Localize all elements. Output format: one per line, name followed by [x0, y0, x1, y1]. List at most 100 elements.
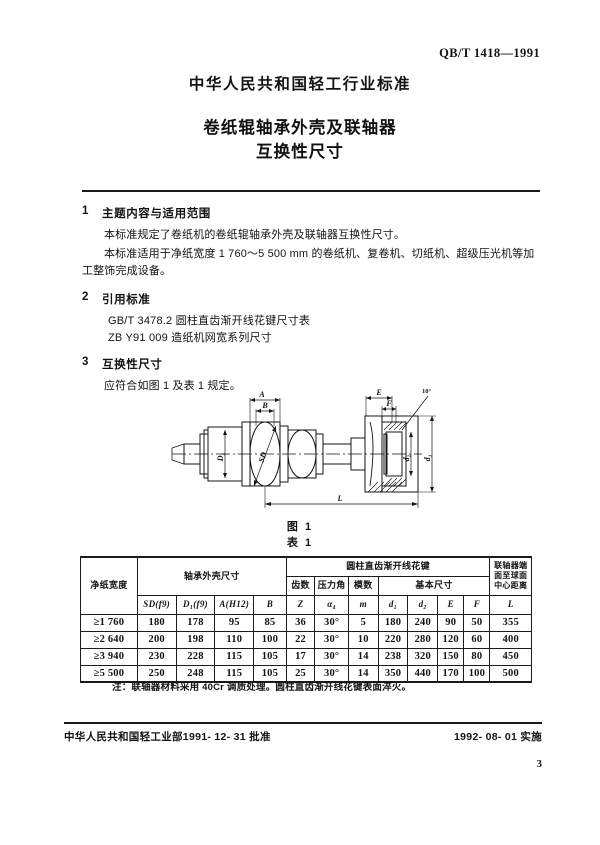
table-head: 净纸宽度 轴承外壳尺寸 圆柱直齿渐开线花键 联轴器端面至球面中心距离 齿数 压力… [80, 556, 532, 615]
specification-table: 净纸宽度 轴承外壳尺寸 圆柱直齿渐开线花键 联轴器端面至球面中心距离 齿数 压力… [80, 556, 532, 683]
cell-B: 85 [253, 613, 287, 632]
coupling-bore [381, 421, 407, 487]
cell-F: 50 [463, 613, 491, 632]
clause-1-para-2: 本标准适用于净纸宽度 1 760～5 500 mm 的卷纸机、复卷机、切纸机、超… [82, 248, 535, 277]
dim-text-angle: 10° [422, 388, 432, 395]
header-pressure-angle: 压力角 [314, 575, 349, 596]
cell-SD: 230 [136, 647, 177, 666]
clause-3-title: 互换性尺寸 [102, 359, 163, 371]
cell-d2: 280 [407, 630, 439, 649]
page-number: 3 [536, 758, 543, 770]
cell-alpha: 30° [314, 630, 349, 649]
header-spline-group: 圆柱直齿渐开线花键 [285, 556, 491, 577]
dim-text-SD: SD [257, 451, 269, 464]
symbol-A: A(H12) [214, 594, 255, 615]
cell-Z: 17 [285, 647, 316, 666]
approval-statement: 中华人民共和国轻工业部1991- 12- 31 批准 [64, 731, 271, 743]
cell-Z: 22 [285, 630, 316, 649]
cell-L: 400 [489, 630, 532, 649]
cell-F: 80 [463, 647, 491, 666]
document-body: 1 主题内容与适用范围 本标准规定了卷纸机的卷纸辊轴承外壳及联轴器互换性尺寸。 … [82, 205, 542, 397]
cell-L: 450 [489, 647, 532, 666]
spline-bore [385, 431, 403, 477]
cell-alpha: 30° [314, 647, 349, 666]
symbol-E: E [437, 594, 465, 615]
cell-L: 355 [489, 613, 532, 632]
figure-caption: 图 1 [286, 521, 314, 533]
table-body: ≥1 760 180 178 95 85 36 30° 5 180 240 90… [80, 613, 532, 683]
dim-text-A: A [258, 390, 265, 399]
spherical-seat-body [249, 421, 281, 487]
clause-3-number: 3 [82, 356, 89, 368]
symbol-B: B [253, 594, 287, 615]
cell-E: 90 [437, 613, 465, 632]
title-line-2: 互换性尺寸 [256, 143, 344, 161]
document-title: 卷纸辊轴承外壳及联轴器 互换性尺寸 [0, 116, 600, 164]
header-coupling-distance: 联轴器端面至球面中心距离 [489, 556, 532, 596]
dim-text-D1: D₁ [216, 453, 225, 463]
header-bearing-housing-dims: 轴承外壳尺寸 [136, 556, 287, 596]
technical-drawing-figure: A B E F 10° L D₁ SD d₂ d₃ [170, 382, 445, 512]
bearing-coupling-assembly-drawing: A B E F 10° L D₁ SD d₂ d₃ [171, 388, 436, 508]
spacer-2 [82, 347, 542, 356]
clause-2-number: 2 [82, 291, 89, 303]
title-line-1: 卷纸辊轴承外壳及联轴器 [203, 119, 397, 137]
symbol-Z: Z [285, 594, 316, 615]
cell-width: ≥1 760 [80, 613, 138, 632]
cell-A: 110 [214, 630, 255, 649]
cell-E: 150 [437, 647, 465, 666]
table-row: ≥1 760 180 178 95 85 36 30° 5 180 240 90… [80, 613, 532, 632]
header-teeth-count: 齿数 [285, 575, 316, 596]
specification-table-container: 净纸宽度 轴承外壳尺寸 圆柱直齿渐开线花键 联轴器端面至球面中心距离 齿数 压力… [80, 556, 532, 683]
cell-A: 95 [214, 613, 255, 632]
dim-text-d2: d₂ [402, 454, 411, 461]
cell-d1: 220 [377, 630, 409, 649]
table-row: ≥2 640 200 198 110 100 22 30° 10 220 280… [80, 630, 532, 649]
bearing-housing-right [287, 429, 317, 479]
dim-text-L: L [337, 494, 343, 503]
cell-width: ≥5 500 [80, 664, 138, 683]
cell-L: 500 [489, 664, 532, 683]
cell-D1: 228 [175, 647, 216, 666]
cell-D1: 248 [175, 664, 216, 683]
cell-d2: 240 [407, 613, 439, 632]
cell-d1: 180 [377, 613, 409, 632]
clause-2-title: 引用标准 [102, 294, 151, 306]
header-row-1: 净纸宽度 轴承外壳尺寸 圆柱直齿渐开线花键 联轴器端面至球面中心距离 [80, 556, 532, 615]
cell-F: 60 [463, 630, 491, 649]
document-header: 中华人民共和国轻工行业标准 卷纸辊轴承外壳及联轴器 互换性尺寸 [0, 72, 600, 164]
cell-E: 120 [437, 630, 465, 649]
table-row: ≥3 940 230 228 115 105 17 30° 14 238 320… [80, 647, 532, 666]
spacer-1 [82, 282, 542, 291]
header-row-symbols: SD(f9) D₁(f9) A(H12) B Z α₄ m d₁ d₂ E F … [81, 594, 532, 615]
dim-line-SD [253, 425, 277, 487]
dim-text-d3: d₃ [423, 454, 432, 461]
angle-leader-line [401, 395, 429, 431]
cell-d2: 320 [407, 647, 439, 666]
cell-m: 14 [347, 647, 379, 666]
cell-Z: 36 [285, 613, 316, 632]
symbol-alpha: α₄ [314, 594, 349, 615]
cell-B: 105 [253, 664, 287, 683]
table-row: ≥5 500 250 248 115 105 25 30° 14 350 440… [80, 664, 532, 683]
cell-B: 105 [253, 647, 287, 666]
table-caption: 表 1 [286, 537, 314, 549]
dim-text-E: E [375, 388, 381, 397]
cell-d1: 238 [377, 647, 409, 666]
dim-text-F: F [385, 399, 392, 408]
symbol-SD: SD(f9) [136, 594, 177, 615]
clause-1-title: 主题内容与适用范围 [102, 208, 211, 220]
cell-B: 100 [253, 630, 287, 649]
clause-1-number: 1 [82, 205, 89, 217]
cell-D1: 198 [175, 630, 216, 649]
symbol-d1: d₁ [377, 594, 409, 615]
issuing-authority-line: 中华人民共和国轻工行业标准 [188, 76, 412, 93]
symbol-F: F [463, 594, 491, 615]
clause-2-heading: 2 引用标准 [82, 291, 542, 307]
cell-d2: 440 [407, 664, 439, 683]
cell-F: 100 [463, 664, 491, 683]
cell-A: 115 [214, 647, 255, 666]
cell-m: 10 [347, 630, 379, 649]
header-divider [82, 190, 540, 192]
